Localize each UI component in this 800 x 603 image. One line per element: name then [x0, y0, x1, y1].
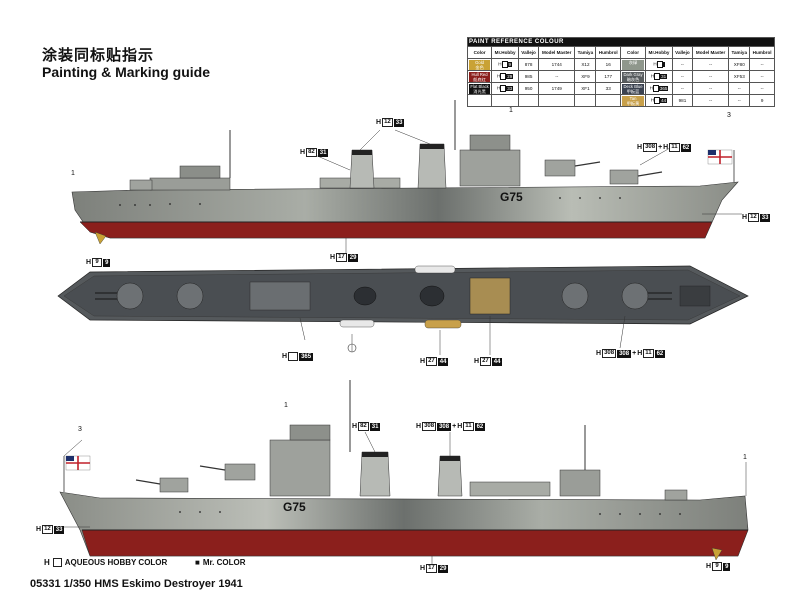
aqueous-box-icon — [52, 558, 62, 567]
ref-number: 1 — [743, 454, 747, 461]
paint-reference-table: PAINT REFERENCE COLOUR Color Mr.Hobby Va… — [466, 37, 775, 107]
humbrol2-code: 9 — [749, 94, 775, 107]
ref-number: 3 — [78, 426, 82, 433]
model_master2-code: -- — [691, 94, 730, 107]
tamiya2-code: -- — [728, 94, 751, 107]
legend-aqueous: H AQUEOUS HOBBY COLOR — [44, 558, 168, 567]
mr-hobby-code — [491, 94, 520, 107]
hull-number-top: G75 — [500, 190, 523, 204]
paint-table-header: Color Mr.Hobby Vallejo Model Master Tami… — [466, 46, 775, 59]
tamiya-code — [574, 94, 597, 107]
ref-number: 1 — [284, 402, 288, 409]
ship-profile-top — [71, 100, 742, 254]
title-chinese: 涂装同标贴指示 — [42, 46, 155, 64]
ship-plan-view — [57, 265, 749, 355]
vallejo2-code: 981 — [672, 94, 693, 107]
ship-profile-bottom — [59, 380, 749, 564]
color-swatch-label — [469, 95, 491, 106]
color-swatch — [466, 94, 493, 107]
vallejo-code — [518, 94, 539, 107]
ref-number: 1 — [71, 170, 75, 177]
square-icon: ■ — [195, 558, 200, 567]
title-english: Painting & Marking guide — [42, 64, 211, 80]
hull-number-bottom: G75 — [283, 500, 306, 514]
ref-number: 3 — [727, 112, 731, 119]
tamiya2-code: XF80 — [728, 58, 751, 71]
humbrol2-code: -- — [749, 58, 775, 71]
legend-mr-color: ■ Mr. COLOR — [195, 558, 246, 567]
color-swatch-label: 灰绿 — [622, 59, 644, 70]
ref-number: 1 — [509, 107, 513, 114]
footer-title: 05331 1/350 HMS Eskimo Destroyer 1941 — [30, 578, 243, 590]
